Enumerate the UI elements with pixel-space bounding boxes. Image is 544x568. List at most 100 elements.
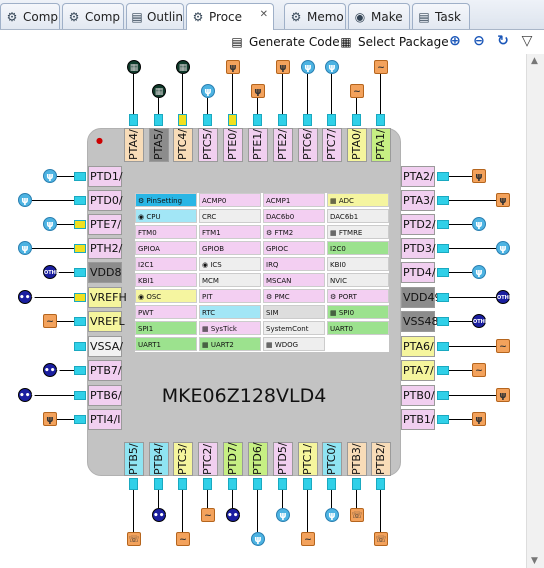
pin-bottom-7[interactable]: PTC1/ [298,442,318,476]
pin-bottom-10[interactable]: PTB2/ [371,442,391,476]
peripheral-ftm0[interactable]: FTM0 [135,225,197,239]
pin-bottom-6[interactable]: PTD5/ [273,442,293,476]
pin-top-4[interactable]: PTE0/ [223,128,243,162]
pin-bottom-5[interactable]: PTD6/ [248,442,268,476]
pin-top-6[interactable]: PTE2/ [273,128,293,162]
pin-left-10[interactable]: PTI4/I [88,409,122,430]
peripheral-port[interactable]: ⚙ PORT [327,289,389,303]
peripheral-acmp1[interactable]: ACMP1 [263,193,325,207]
pin-top-0[interactable]: PTA4/ [124,128,144,162]
peripheral-spi1[interactable]: SPI1 [135,321,197,335]
tab-1[interactable]: ⚙Comp [62,3,124,29]
tab-0[interactable]: ⚙Comp [0,3,60,29]
pin-right-5[interactable]: VDD49 [401,287,441,308]
tab-3[interactable]: ⚙Proce✕ [186,3,274,30]
pin-right-9[interactable]: PTB0/ [401,385,435,406]
peripheral-systick[interactable]: ▦ SysTick [199,321,261,335]
peripheral-kbi1[interactable]: KBI1 [135,273,197,287]
peripheral-ftm2[interactable]: ⚙ FTM2 [263,225,325,239]
generate-code-button[interactable]: ▤ Generate Code [229,33,339,51]
pin-top-2[interactable]: PTC4/ [173,128,193,162]
peripheral-acmp0[interactable]: ACMP0 [199,193,261,207]
pin-left-3[interactable]: PTH2/ [88,238,122,259]
pin-bottom-3[interactable]: PTC2/ [198,442,218,476]
peripheral-gpiob[interactable]: GPIOB [199,241,261,255]
tab-4[interactable]: ⚙Memo [284,3,346,29]
peripheral-ics[interactable]: ◉ ICS [199,257,261,271]
scroll-down-icon[interactable]: ▼ [531,556,538,566]
pin-right-7[interactable]: PTA6/ [401,336,435,357]
peripheral-cpu[interactable]: ◉ CPU [135,209,197,223]
pin-left-2[interactable]: PTE7/ [88,214,122,235]
pin-left-1[interactable]: PTD0/ [88,190,123,211]
peripheral-kbi0[interactable]: KBI0 [327,257,389,271]
pin-right-3[interactable]: PTD3/ [401,238,436,259]
peripheral-adc[interactable]: ▦ ADC [327,193,389,207]
peripheral-wdog[interactable]: ▦ WDOG [263,337,325,351]
zoom-out-icon[interactable]: ⊖ [473,33,485,49]
peripheral-dac6b0[interactable]: DAC6b0 [263,209,325,223]
select-package-button[interactable]: ▦ Select Package [338,33,448,51]
peripheral-crc[interactable]: CRC [199,209,261,223]
tab-6[interactable]: ▤Task [412,3,470,29]
peripheral-uart1[interactable]: UART1 [135,337,197,351]
pin-bottom-8[interactable]: PTC0/ [322,442,342,476]
vertical-scrollbar[interactable]: ▲ ▼ [526,54,544,568]
peripheral-spi0[interactable]: ▦ SPI0 [327,305,389,319]
peripheral-pit[interactable]: PIT [199,289,261,303]
pin-left-7[interactable]: VSSA/ [88,336,123,357]
peripheral-uart2[interactable]: ▦ UART2 [199,337,261,351]
pin-right-10[interactable]: PTB1/ [401,409,435,430]
scroll-up-icon[interactable]: ▲ [531,56,538,66]
peripheral-i2c1[interactable]: I2C1 [135,257,197,271]
pin-left-0[interactable]: PTD1/ [88,166,123,187]
peripheral-dac6b1[interactable]: DAC6b1 [327,209,389,223]
pin-bottom-4[interactable]: PTD7/ [223,442,243,476]
peripheral-nvic[interactable]: NVIC [327,273,389,287]
pin-left-9[interactable]: PTB6/ [88,385,122,406]
pin-top-9[interactable]: PTA0/ [347,128,367,162]
pin-left-4[interactable]: VDD8 [88,262,122,283]
close-tab-icon[interactable]: ✕ [259,9,268,20]
pin-top-3[interactable]: PTC5/ [198,128,218,162]
peripheral-systemcont[interactable]: SystemCont [263,321,325,335]
pin-right-2[interactable]: PTD2/ [401,214,436,235]
peripheral-mcm[interactable]: MCM [199,273,261,287]
zoom-in-icon[interactable]: ⊕ [449,33,461,49]
pin-right-4[interactable]: PTD4/ [401,262,436,283]
pin-right-1[interactable]: PTA3/ [401,190,435,211]
pin-right-0[interactable]: PTA2/ [401,166,435,187]
peripheral-mscan[interactable]: MSCAN [263,273,325,287]
pin-top-10[interactable]: PTA1/ [371,128,391,162]
pin-bottom-1[interactable]: PTB4/ [149,442,169,476]
pin-top-7[interactable]: PTC6/ [298,128,318,162]
peripheral-pmc[interactable]: ⚙ PMC [263,289,325,303]
tab-2[interactable]: ▤Outlin [126,3,184,29]
peripheral-ftmre[interactable]: ▦ FTMRE [327,225,389,239]
peripheral-ftm1[interactable]: FTM1 [199,225,261,239]
peripheral-i2c0[interactable]: I2C0 [327,241,389,255]
peripheral-irq[interactable]: IRQ [263,257,325,271]
pin-left-5[interactable]: VREFH [88,287,127,308]
pin-top-5[interactable]: PTE1/ [248,128,268,162]
pin-top-1[interactable]: PTA5/ [149,128,169,162]
pin-bottom-2[interactable]: PTC3/ [173,442,193,476]
pin-left-8[interactable]: PTB7/ [88,360,122,381]
peripheral-osc[interactable]: ◉ OSC [135,289,197,303]
pin-bottom-0[interactable]: PTB5/ [124,442,144,476]
peripheral-uart0[interactable]: UART0 [327,321,389,335]
peripheral-gpioa[interactable]: GPIOA [135,241,197,255]
pin-right-8[interactable]: PTA7/ [401,360,435,381]
tab-5[interactable]: ◉Make [348,3,410,29]
refresh-icon[interactable]: ↻ [497,33,509,49]
pin-right-6[interactable]: VSS48 [401,311,439,332]
peripheral-pinsetting[interactable]: ⚙ PinSetting [135,193,197,207]
pin-top-8[interactable]: PTC7/ [322,128,342,162]
peripheral-rtc[interactable]: RTC [199,305,261,319]
pin-bottom-9[interactable]: PTB3/ [347,442,367,476]
peripheral-sim[interactable]: SIM [263,305,325,319]
pin-left-6[interactable]: VREFL [88,311,125,332]
peripheral-pwt[interactable]: PWT [135,305,197,319]
peripheral-gpioc[interactable]: GPIOC [263,241,325,255]
view-menu-icon[interactable]: ▽ [521,33,533,49]
